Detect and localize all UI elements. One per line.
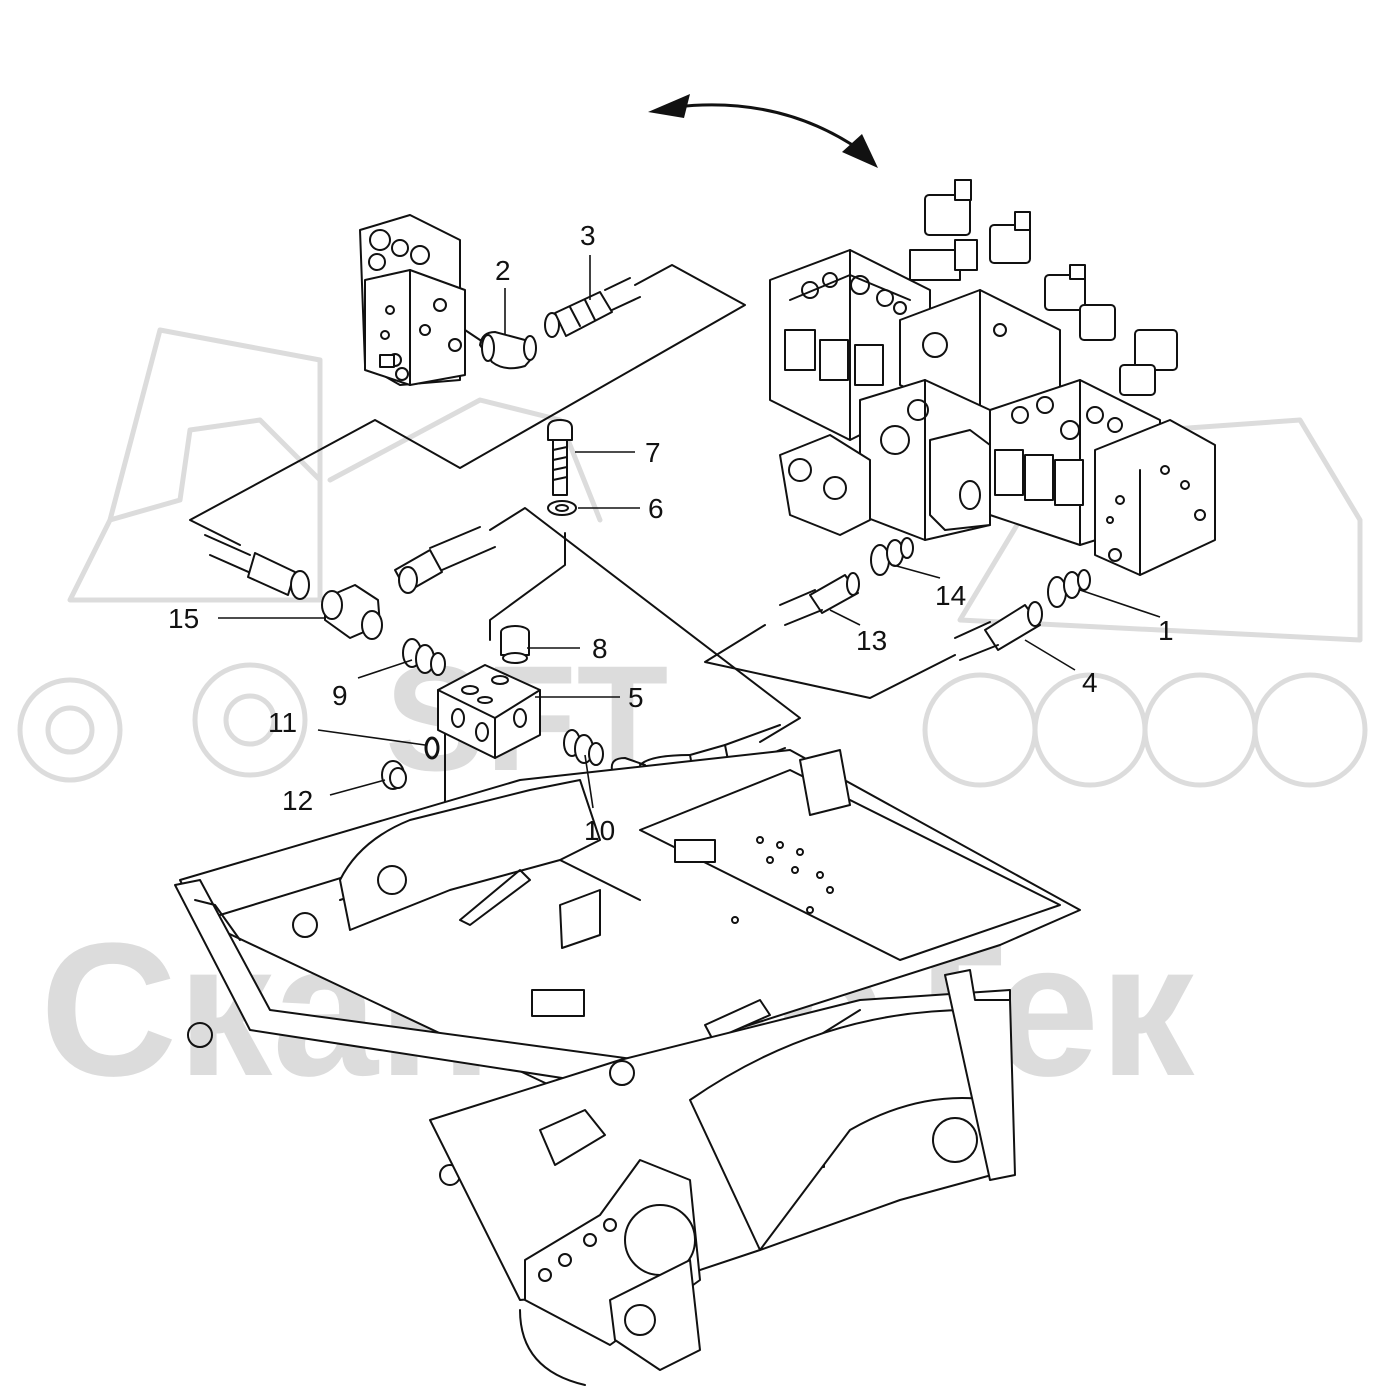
callout-8: 8 bbox=[592, 633, 608, 664]
callout-1: 1 bbox=[1158, 615, 1174, 646]
control-valve-block bbox=[359, 214, 466, 386]
solenoid-coils bbox=[909, 179, 1178, 396]
callout-numbers: 1 2 3 4 5 6 7 8 9 10 11 12 13 14 15 bbox=[168, 220, 1174, 846]
callout-5: 5 bbox=[628, 682, 644, 713]
chassis-frame bbox=[174, 749, 1081, 1386]
main-valve-assembly bbox=[769, 179, 1216, 576]
callout-2: 2 bbox=[495, 255, 511, 286]
distribution-block bbox=[437, 664, 541, 759]
washer bbox=[547, 500, 577, 516]
watermark-tractor-left bbox=[17, 327, 323, 783]
callout-leaders bbox=[218, 255, 1161, 809]
curved-double-arrow-icon bbox=[648, 94, 878, 168]
adapter-fitting-14 bbox=[870, 537, 914, 576]
callout-14: 14 bbox=[935, 580, 966, 611]
callout-12: 12 bbox=[282, 785, 313, 816]
callout-4: 4 bbox=[1082, 667, 1098, 698]
callout-7: 7 bbox=[645, 437, 661, 468]
callout-6: 6 bbox=[648, 493, 664, 524]
elbow-fitting bbox=[464, 329, 537, 370]
callout-10: 10 bbox=[584, 815, 615, 846]
hose-end-upper bbox=[544, 277, 641, 338]
callout-3: 3 bbox=[580, 220, 596, 251]
adapter-fitting-9 bbox=[402, 638, 446, 676]
adapter-fitting-1 bbox=[1047, 569, 1091, 608]
hose-end-4 bbox=[954, 601, 1043, 661]
hose-end-13 bbox=[779, 572, 860, 626]
callout-11: 11 bbox=[268, 707, 297, 738]
callout-9: 9 bbox=[332, 680, 348, 711]
watermark-tractor-right bbox=[922, 417, 1368, 788]
adapter-fitting-10 bbox=[563, 729, 604, 766]
tee-hose-assembly bbox=[204, 526, 496, 640]
callout-13: 13 bbox=[856, 625, 887, 656]
straight-fitting bbox=[500, 625, 530, 664]
bolt bbox=[547, 419, 573, 496]
o-ring bbox=[424, 736, 440, 760]
callout-15: 15 bbox=[168, 603, 199, 634]
plug bbox=[381, 760, 407, 790]
